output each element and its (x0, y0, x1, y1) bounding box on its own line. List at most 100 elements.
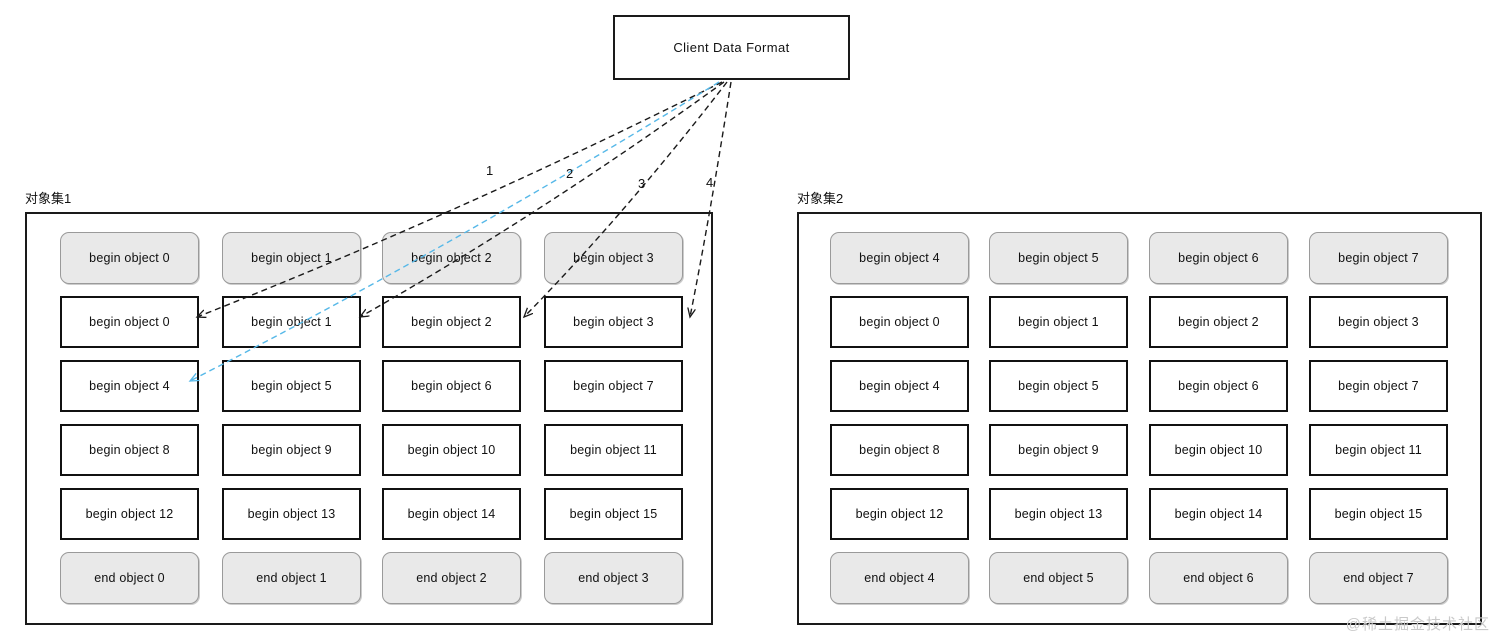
column-header-card-label: begin object 0 (89, 251, 170, 265)
column-footer-card[interactable]: end object 7 (1309, 552, 1448, 604)
object-card-label: begin object 15 (569, 507, 658, 521)
object-card[interactable]: begin object 13 (222, 488, 361, 540)
column-header-card[interactable]: begin object 0 (60, 232, 199, 284)
column-header-card-label: begin object 2 (411, 251, 492, 265)
column-footer-card-label: end object 7 (1343, 571, 1414, 585)
object-card[interactable]: begin object 7 (544, 360, 683, 412)
object-card-label: begin object 7 (573, 379, 654, 393)
object-card[interactable]: begin object 2 (382, 296, 521, 348)
object-card[interactable]: begin object 13 (989, 488, 1128, 540)
object-card[interactable]: begin object 8 (60, 424, 199, 476)
column-footer-card-label: end object 0 (94, 571, 165, 585)
column-footer-card[interactable]: end object 1 (222, 552, 361, 604)
column-header-card[interactable]: begin object 2 (382, 232, 521, 284)
object-card-label: begin object 14 (407, 507, 496, 521)
column-header-card-label: begin object 7 (1338, 251, 1419, 265)
object-card-label: begin object 2 (1178, 315, 1259, 329)
object-card[interactable]: begin object 15 (544, 488, 683, 540)
object-card-label: begin object 2 (411, 315, 492, 329)
object-card[interactable]: begin object 10 (382, 424, 521, 476)
object-card[interactable]: begin object 11 (1309, 424, 1448, 476)
object-card[interactable]: begin object 10 (1149, 424, 1288, 476)
column-footer-card[interactable]: end object 5 (989, 552, 1128, 604)
column-footer-card-label: end object 2 (416, 571, 487, 585)
object-card[interactable]: begin object 4 (830, 360, 969, 412)
object-card[interactable]: begin object 1 (989, 296, 1128, 348)
column-footer-card[interactable]: end object 4 (830, 552, 969, 604)
object-card[interactable]: begin object 7 (1309, 360, 1448, 412)
object-card-label: begin object 8 (859, 443, 940, 457)
column-footer-card[interactable]: end object 6 (1149, 552, 1288, 604)
column-header-card-label: begin object 1 (251, 251, 332, 265)
column-header-card-label: begin object 5 (1018, 251, 1099, 265)
object-card[interactable]: begin object 9 (222, 424, 361, 476)
object-card[interactable]: begin object 14 (1149, 488, 1288, 540)
object-card[interactable]: begin object 15 (1309, 488, 1448, 540)
object-card[interactable]: begin object 1 (222, 296, 361, 348)
object-card[interactable]: begin object 9 (989, 424, 1128, 476)
object-card[interactable]: begin object 5 (989, 360, 1128, 412)
client-data-format-box[interactable]: Client Data Format (613, 15, 850, 80)
object-card[interactable]: begin object 14 (382, 488, 521, 540)
column-header-card-label: begin object 6 (1178, 251, 1259, 265)
column-footer-card-label: end object 3 (578, 571, 649, 585)
object-card-label: begin object 10 (1174, 443, 1263, 457)
object-card[interactable]: begin object 0 (60, 296, 199, 348)
object-card-label: begin object 15 (1334, 507, 1423, 521)
object-card-label: begin object 5 (1018, 379, 1099, 393)
object-card[interactable]: begin object 0 (830, 296, 969, 348)
column-header-card[interactable]: begin object 7 (1309, 232, 1448, 284)
object-card-label: begin object 12 (855, 507, 944, 521)
watermark: @稀土掘金技术社区 (1345, 616, 1490, 633)
column-footer-card-label: end object 6 (1183, 571, 1254, 585)
column-footer-card-label: end object 5 (1023, 571, 1094, 585)
object-card[interactable]: begin object 4 (60, 360, 199, 412)
object-card-label: begin object 0 (89, 315, 170, 329)
object-card-label: begin object 3 (573, 315, 654, 329)
object-card-label: begin object 8 (89, 443, 170, 457)
object-card[interactable]: begin object 8 (830, 424, 969, 476)
object-card-label: begin object 11 (570, 443, 657, 457)
column-header-card[interactable]: begin object 5 (989, 232, 1128, 284)
object-card-label: begin object 6 (1178, 379, 1259, 393)
column-header-card-label: begin object 4 (859, 251, 940, 265)
object-card-label: begin object 1 (1018, 315, 1099, 329)
object-card[interactable]: begin object 12 (830, 488, 969, 540)
column-header-card[interactable]: begin object 1 (222, 232, 361, 284)
object-card[interactable]: begin object 6 (382, 360, 521, 412)
object-card-label: begin object 14 (1174, 507, 1263, 521)
object-card[interactable]: begin object 3 (1309, 296, 1448, 348)
connector-label-4: 4 (706, 175, 714, 190)
column-footer-card-label: end object 4 (864, 571, 935, 585)
client-data-format-label: Client Data Format (673, 40, 790, 55)
column-footer-card[interactable]: end object 3 (544, 552, 683, 604)
object-card[interactable]: begin object 5 (222, 360, 361, 412)
object-card-label: begin object 13 (1014, 507, 1103, 521)
object-card-label: begin object 9 (251, 443, 332, 457)
object-card-label: begin object 10 (407, 443, 496, 457)
object-card[interactable]: begin object 6 (1149, 360, 1288, 412)
object-card[interactable]: begin object 3 (544, 296, 683, 348)
column-header-card[interactable]: begin object 6 (1149, 232, 1288, 284)
object-card[interactable]: begin object 2 (1149, 296, 1288, 348)
column-footer-card[interactable]: end object 2 (382, 552, 521, 604)
object-set-2-title: 对象集2 (797, 191, 844, 206)
object-card-label: begin object 11 (1335, 443, 1422, 457)
column-header-card[interactable]: begin object 3 (544, 232, 683, 284)
connector-label-1: 1 (486, 163, 494, 178)
object-card-label: begin object 13 (247, 507, 336, 521)
object-set-2-panel: begin object 4 begin object 0 begin object… (797, 212, 1482, 625)
object-card-label: begin object 5 (251, 379, 332, 393)
column-footer-card-label: end object 1 (256, 571, 327, 585)
object-card-label: begin object 1 (251, 315, 332, 329)
column-header-card[interactable]: begin object 4 (830, 232, 969, 284)
column-header-card-label: begin object 3 (573, 251, 654, 265)
object-card[interactable]: begin object 12 (60, 488, 199, 540)
object-card-label: begin object 4 (859, 379, 940, 393)
object-card-label: begin object 4 (89, 379, 170, 393)
object-card-label: begin object 3 (1338, 315, 1419, 329)
object-card[interactable]: begin object 11 (544, 424, 683, 476)
object-card-label: begin object 6 (411, 379, 492, 393)
column-footer-card[interactable]: end object 0 (60, 552, 199, 604)
